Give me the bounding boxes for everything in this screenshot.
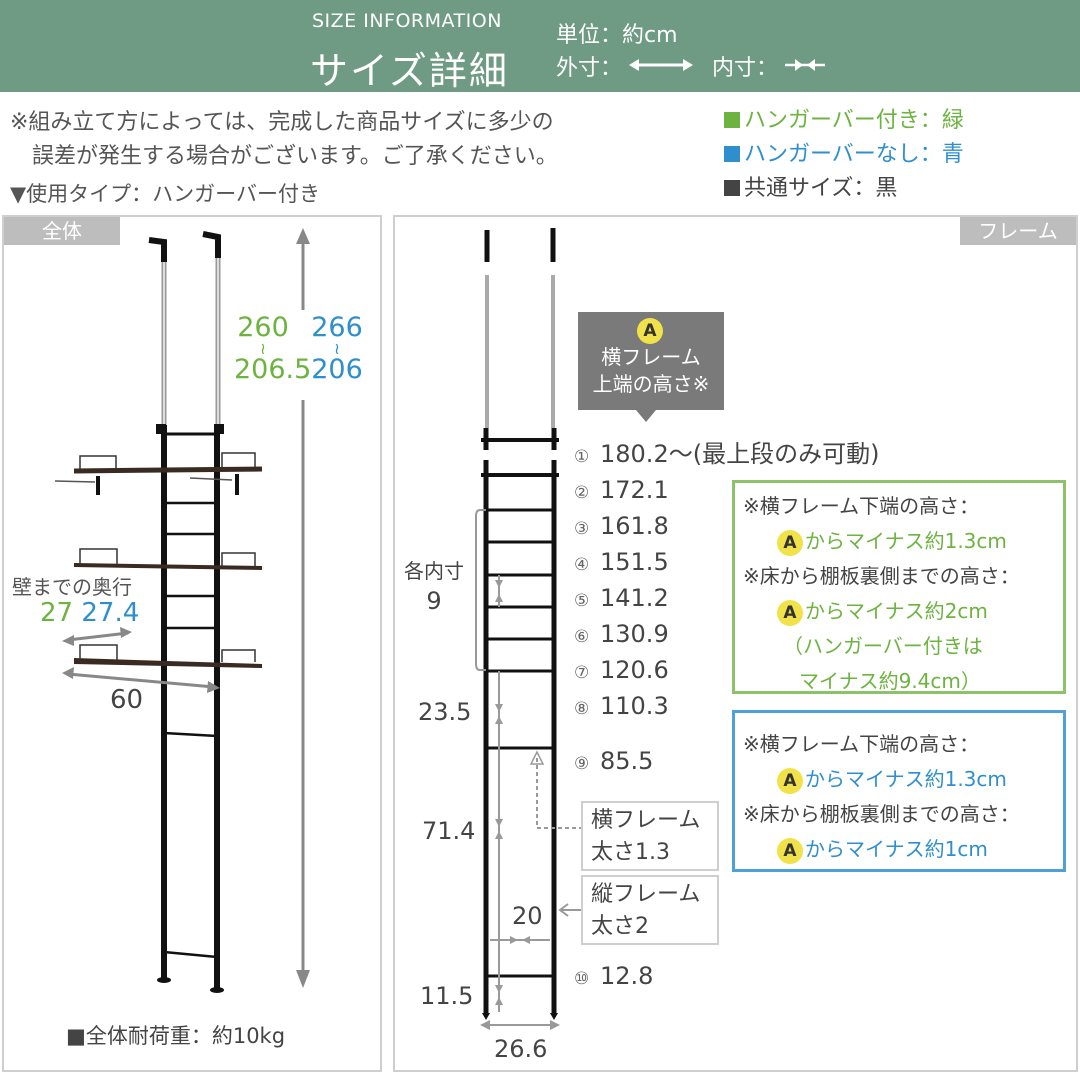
frame-illustration <box>475 228 583 1030</box>
load-capacity: ■全体耐荷重：約10kg <box>66 1024 286 1048</box>
dimension-legend: 外寸： 内寸： <box>556 50 826 82</box>
title-english: SIZE INFORMATION <box>312 10 502 32</box>
overall-panel <box>2 215 382 1072</box>
note-line-1: ※組み立て方によっては、完成した商品サイズに多少の <box>10 110 554 135</box>
gap-23-5: 23.5 <box>418 698 472 726</box>
frame-panel <box>393 215 1078 1072</box>
green-square-icon <box>724 112 740 128</box>
depth-with-hanger: 27 <box>40 598 74 628</box>
gap-11-5: 11.5 <box>420 982 474 1010</box>
frame-tag: フレーム <box>960 217 1076 245</box>
assembly-note: ※組み立て方によっては、完成した商品サイズに多少の 誤差が発生する場合がございま… <box>10 106 558 174</box>
legend-item-without-hanger: ハンガーバーなし：青 <box>724 138 964 172</box>
inner-spacing-label: 各内寸 9 <box>404 559 464 615</box>
gap-71-4: 71.4 <box>422 817 476 845</box>
height-without-hanger: 266 ≀ 206 <box>311 312 363 385</box>
height-with-hanger: 260 ≀ 206.5 <box>234 312 312 385</box>
badge-a-icon: A <box>637 317 663 344</box>
shelf-width: 60 <box>110 685 144 715</box>
height-a-callout: A 横フレーム 上端の高さ※ <box>578 312 724 422</box>
overall-rack-illustration <box>54 228 310 993</box>
note-line-2: 誤差が発生する場合がございます。ご了承ください。 <box>32 144 558 169</box>
badge-a-icon: A <box>777 599 803 626</box>
black-square-icon <box>724 180 740 196</box>
h-frame-thickness-box: 横フレーム 太さ1.3 <box>581 801 719 871</box>
usage-type: ▼使用タイプ：ハンガーバー付き <box>10 182 320 206</box>
v-frame-thickness-box: 縦フレーム 太さ2 <box>581 875 719 945</box>
inner-width: 20 <box>512 902 543 930</box>
inward-arrows-icon <box>785 54 826 79</box>
page-title: サイズ詳細 <box>310 49 509 93</box>
color-legend: ハンガーバー付き：緑 ハンガーバーなし：青 共通サイズ：黒 <box>724 104 964 206</box>
depth-values: 27 27.4 <box>40 598 139 628</box>
badge-a-icon: A <box>777 767 803 794</box>
double-arrow-icon <box>629 54 694 79</box>
legend-item-with-hanger: ハンガーバー付き：緑 <box>724 104 964 138</box>
inner-dim-label: 内寸： <box>712 56 779 81</box>
badge-a-icon: A <box>777 837 803 864</box>
overall-tag: 全体 <box>4 217 120 245</box>
outer-dim-label: 外寸： <box>556 56 623 81</box>
legend-item-common: 共通サイズ：黒 <box>724 172 964 206</box>
badge-a-icon: A <box>777 529 803 556</box>
depth-without-hanger: 27.4 <box>81 598 140 628</box>
blue-square-icon <box>724 146 740 162</box>
depth-label: 壁までの奥行 <box>12 575 132 599</box>
unit-label: 単位：約cm <box>556 23 678 48</box>
outer-width: 26.6 <box>494 1035 548 1063</box>
header-banner <box>0 0 1080 92</box>
